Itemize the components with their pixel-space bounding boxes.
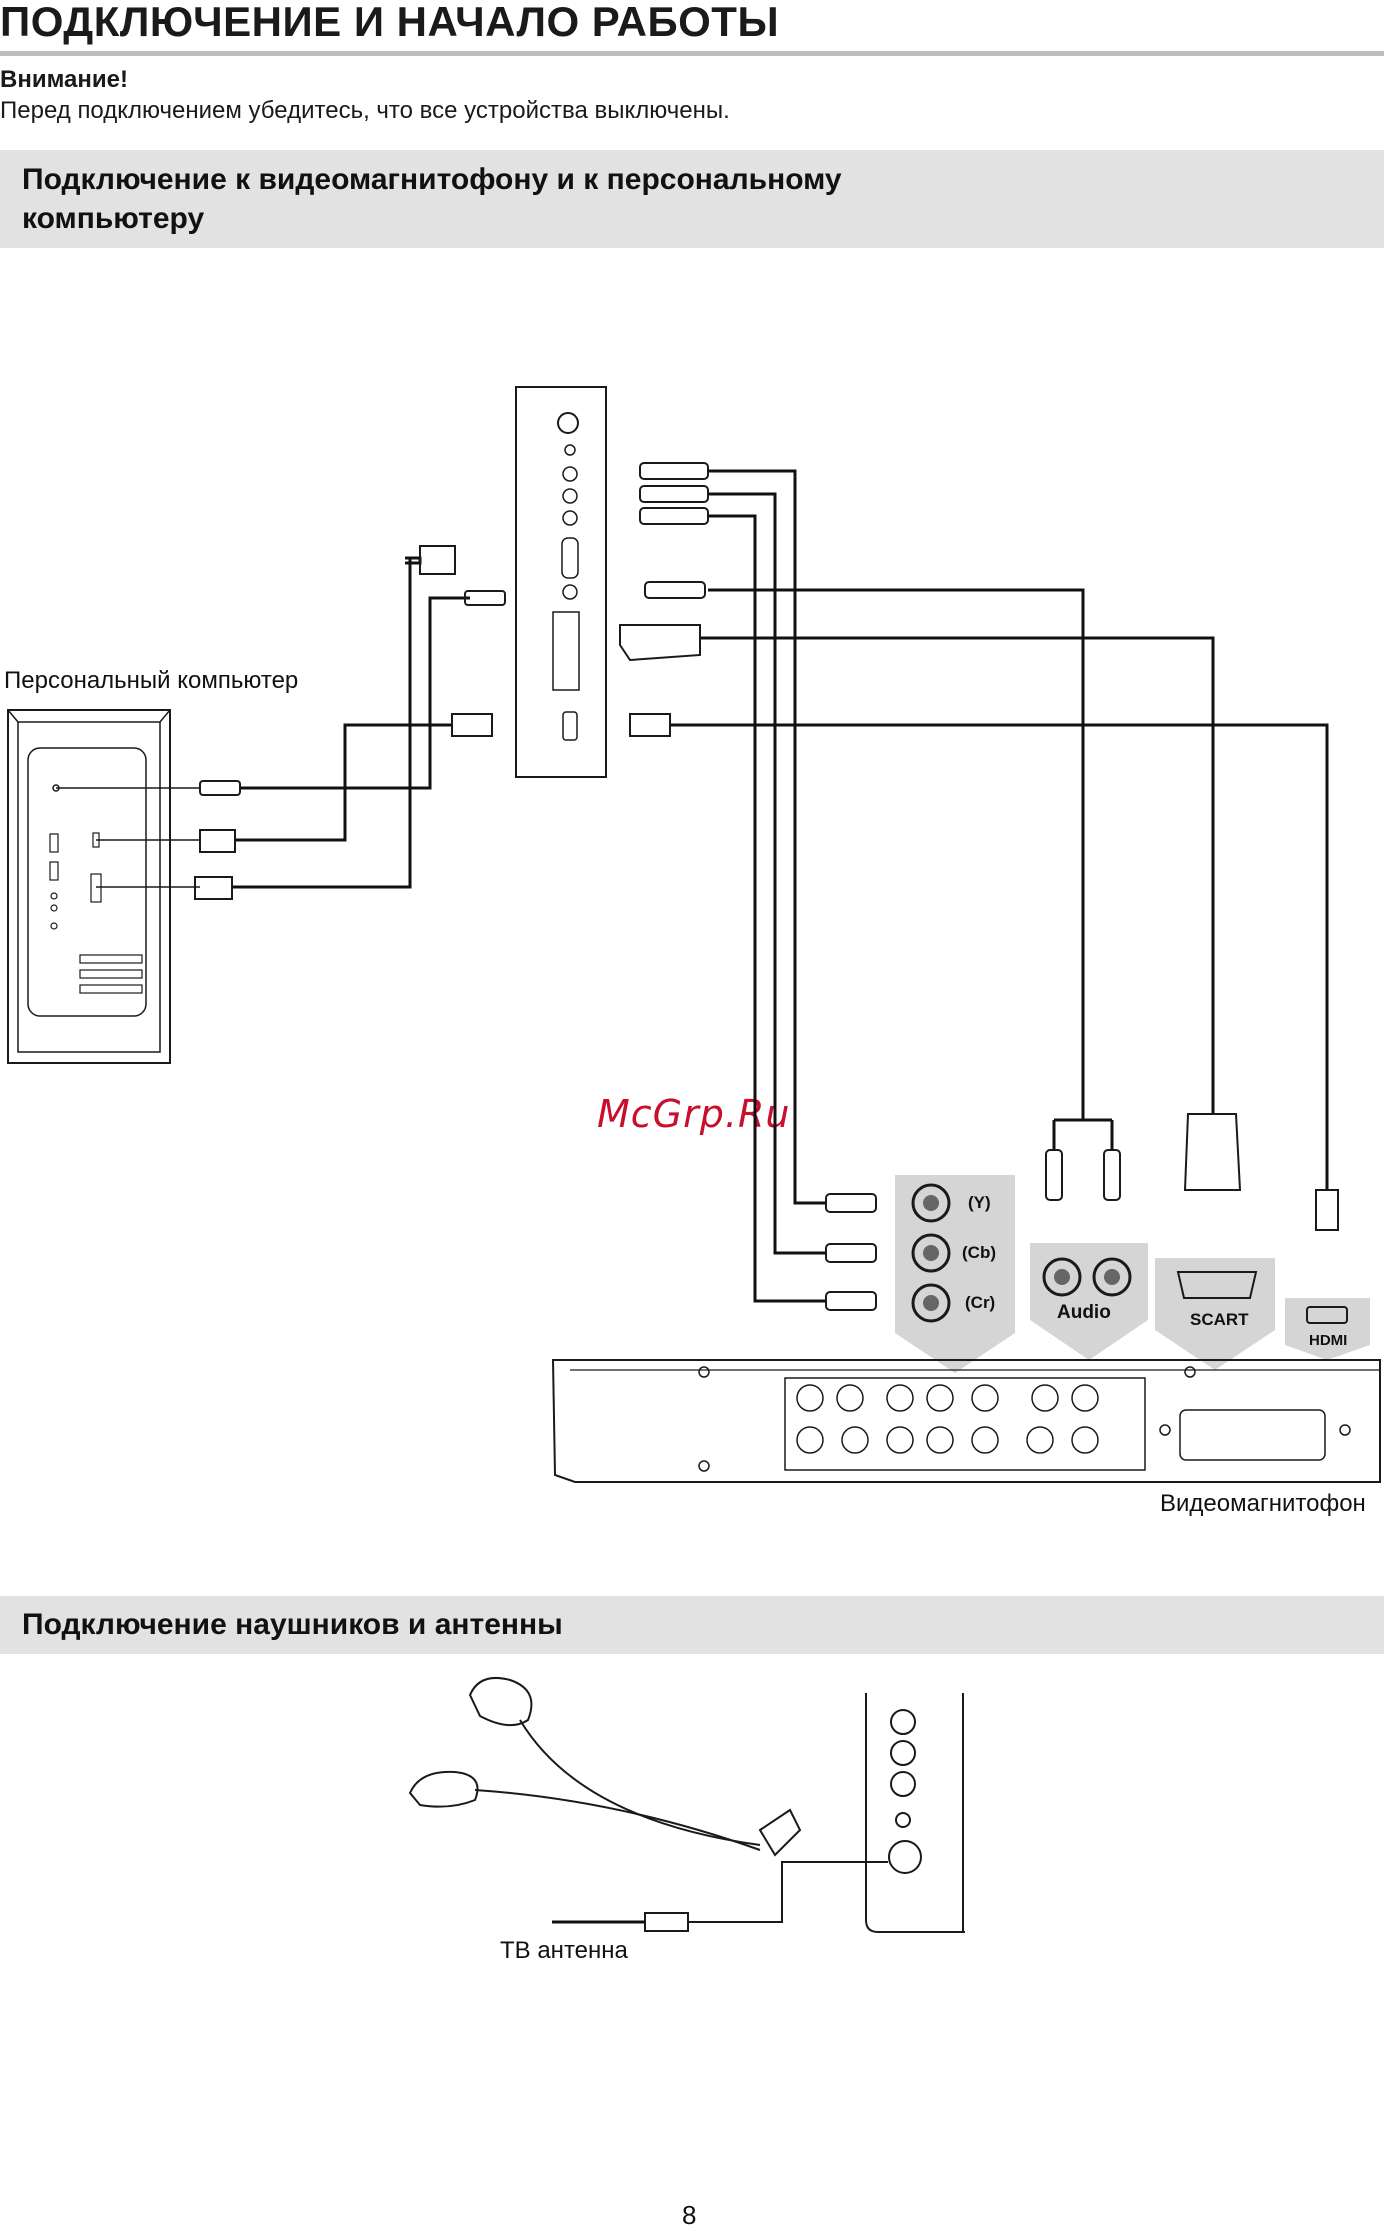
antenna-cable: [552, 1862, 888, 1931]
vcr-rear-panel: [553, 1360, 1380, 1482]
label-scart: SCART: [1190, 1310, 1249, 1329]
connector-plates: [895, 1175, 1370, 1373]
label-audio: Audio: [1057, 1302, 1111, 1323]
tv-side-panel: [516, 387, 606, 777]
tv-side-panel-bottom: [866, 1693, 965, 1932]
label-cr: (Cr): [965, 1293, 995, 1312]
label-hdmi: HDMI: [1309, 1332, 1347, 1349]
label-cb: (Cb): [962, 1243, 996, 1262]
headphones: [410, 1678, 800, 1855]
label-y: (Y): [968, 1193, 991, 1212]
